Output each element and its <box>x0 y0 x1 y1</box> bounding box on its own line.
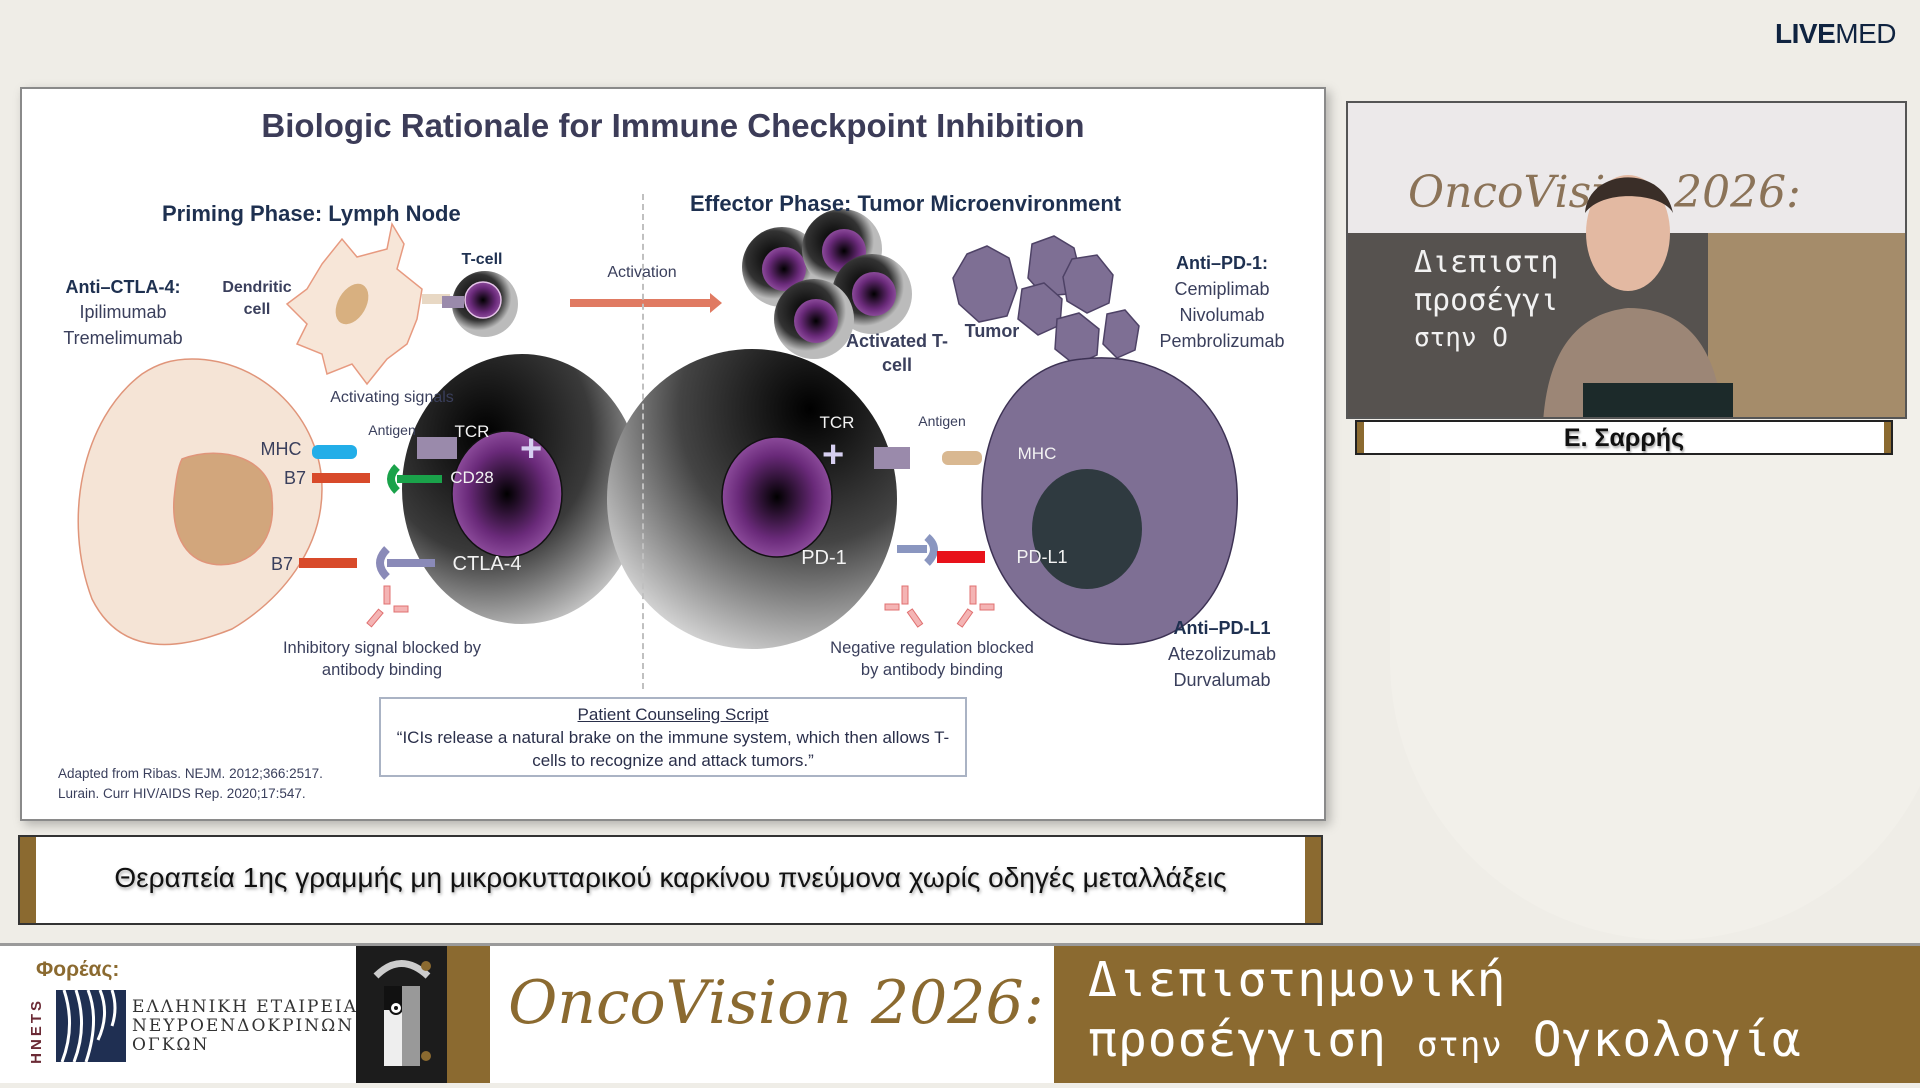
event-footer: Φορέας: HNETS ΕΛΛΗΝΙΚΗ ΕΤΑΙΡΕΙΑ ΝΕΥΡΟΕΝΔ… <box>0 943 1920 1083</box>
antigen-label-priming: Antigen <box>368 422 416 438</box>
activated-t-cell-label: Activated T-cell <box>845 331 949 376</box>
backdrop-line-1: Διεπιστη <box>1414 245 1559 280</box>
b7-label-2: B7 <box>270 554 294 574</box>
event-title-bar <box>1054 946 1062 1083</box>
tumor-label: Tumor <box>964 321 1020 341</box>
tumor-cluster <box>952 235 1140 366</box>
footer-gold-divider <box>447 946 490 1083</box>
subtitle-word-1: προσέγγιση <box>1088 1012 1387 1068</box>
pd1-label: PD-1 <box>801 547 847 569</box>
counseling-heading: Patient Counseling Script <box>577 705 769 724</box>
topic-text: Θεραπεία 1ης γραμμής μη μικροκυτταρικού … <box>114 862 1227 893</box>
activation-label: Activation <box>607 264 677 281</box>
drug-ipilimumab: Ipilimumab <box>79 302 167 322</box>
dendritic-cell-label: Dendritic cell <box>222 279 292 318</box>
antigen-label-effector: Antigen <box>918 413 966 429</box>
negative-blocked-label: Negative regulation blocked by antibody … <box>830 639 1034 680</box>
ctla4-label: CTLA-4 <box>452 553 522 575</box>
drug-atezolizumab: Atezolizumab <box>1167 644 1277 664</box>
inhibitory-blocked-label: Inhibitory signal blocked by antibody bi… <box>282 639 482 680</box>
t-cell-label: T-cell <box>461 251 503 268</box>
cd28-label: CD28 <box>450 468 494 487</box>
logo-light: MED <box>1835 18 1896 49</box>
activating-signals-label: Activating signals <box>330 389 454 406</box>
org-name-line-1: ΕΛΛΗΝΙΚΗ ΕΤΑΙΡΕΙΑ <box>132 997 358 1017</box>
effector-phase-heading: Effector Phase: Tumor Microenvironment <box>690 191 1122 216</box>
reference-2: Lurain. Curr HIV/AIDS Rep. 2020;17:547. <box>58 785 306 801</box>
tcr-label-effector: TCR <box>819 413 855 432</box>
slide-title: Biologic Rationale for Immune Checkpoint… <box>261 107 1085 144</box>
gold-bar-left <box>20 837 36 923</box>
drug-durvalumab: Durvalumab <box>1173 670 1271 690</box>
org-name-line-2: ΝΕΥΡΟΕΝΔΟΚΡΙΝΩΝ <box>132 1016 355 1037</box>
patient-counseling-box: Patient Counseling Script “ICIs release … <box>379 697 967 777</box>
speaker-name: Ε. Σαρρής <box>1563 424 1685 452</box>
nameplate-bar-right <box>1884 422 1891 453</box>
backdrop-gold <box>1708 233 1905 417</box>
topic-lower-third: Θεραπεία 1ης γραμμής μη μικροκυτταρικού … <box>18 835 1323 925</box>
references: Adapted from Ribas. NEJM. 2012;366:2517.… <box>58 764 323 803</box>
drug-tremelimumab: Tremelimumab <box>63 328 183 348</box>
event-mascot-icon <box>356 946 447 1083</box>
svg-text:+: + <box>822 434 844 476</box>
speaker-video: OncoVision 2026: Διεπιστη προσέγγι στην … <box>1346 101 1907 419</box>
activation-arrow <box>570 299 710 307</box>
event-subtitle-line-1: Διεπιστημονική <box>1088 952 1507 1008</box>
org-name-line-3: ΟΓΚΩΝ <box>132 1035 210 1056</box>
reference-1: Adapted from Ribas. NEJM. 2012;366:2517. <box>58 766 323 781</box>
priming-phase-heading: Priming Phase: Lymph Node <box>162 201 461 226</box>
zebra-logo-icon <box>56 990 126 1062</box>
livemed-logo: LIVEMED <box>1775 18 1896 50</box>
tcr-label-priming: TCR <box>454 422 490 441</box>
b7-label-1: B7 <box>283 468 307 488</box>
org-acronym: HNETS <box>28 998 45 1064</box>
phase-divider <box>642 194 644 689</box>
anti-ctla4-heading: Anti–CTLA-4: <box>65 277 181 297</box>
speaker-figure <box>1543 175 1733 417</box>
gold-bar-right <box>1305 837 1321 923</box>
subtitle-word-3: Ογκολογία <box>1532 1012 1802 1068</box>
backdrop-line-2: προσέγγι <box>1414 283 1559 318</box>
mhc-label-effector: MHC <box>1017 444 1057 463</box>
logo-bold: LIVE <box>1775 18 1836 49</box>
drug-pembrolizumab: Pembrolizumab <box>1159 331 1285 351</box>
anti-pdl1-heading: Anti–PD-L1 <box>1173 618 1271 638</box>
event-title: OncoVision 2026: <box>508 968 1044 1038</box>
event-subtitle-panel: Διεπιστημονική προσέγγιση στην Ογκολογία <box>1062 946 1920 1083</box>
counseling-quote: “ICIs release a natural brake on the imm… <box>396 727 950 770</box>
organizer-label: Φορέας: <box>36 958 120 981</box>
speaker-nameplate: Ε. Σαρρής <box>1355 420 1893 455</box>
drug-nivolumab: Nivolumab <box>1179 305 1265 325</box>
org-name: ΕΛΛΗΝΙΚΗ ΕΤΑΙΡΕΙΑ ΝΕΥΡΟΕΝΔΟΚΡΙΝΩΝ ΟΓΚΩΝ <box>132 997 358 1056</box>
svg-text:+: + <box>520 428 542 470</box>
mhc-label-priming: MHC <box>260 439 302 459</box>
backdrop-line-3: στην Ο <box>1414 323 1508 353</box>
event-subtitle-line-2: προσέγγιση στην Ογκολογία <box>1088 1012 1802 1068</box>
event-title-panel: OncoVision 2026: <box>490 946 1062 1083</box>
anti-pd1-heading: Anti–PD-1: <box>1175 253 1268 273</box>
presentation-slide: Biologic Rationale for Immune Checkpoint… <box>20 87 1326 821</box>
nameplate-bar-left <box>1357 422 1364 453</box>
immune-checkpoint-diagram: + + <box>77 209 1238 649</box>
subtitle-word-2: στην <box>1416 1025 1503 1065</box>
drug-cemiplimab: Cemiplimab <box>1174 279 1270 299</box>
pdl1-label: PD-L1 <box>1016 547 1068 567</box>
